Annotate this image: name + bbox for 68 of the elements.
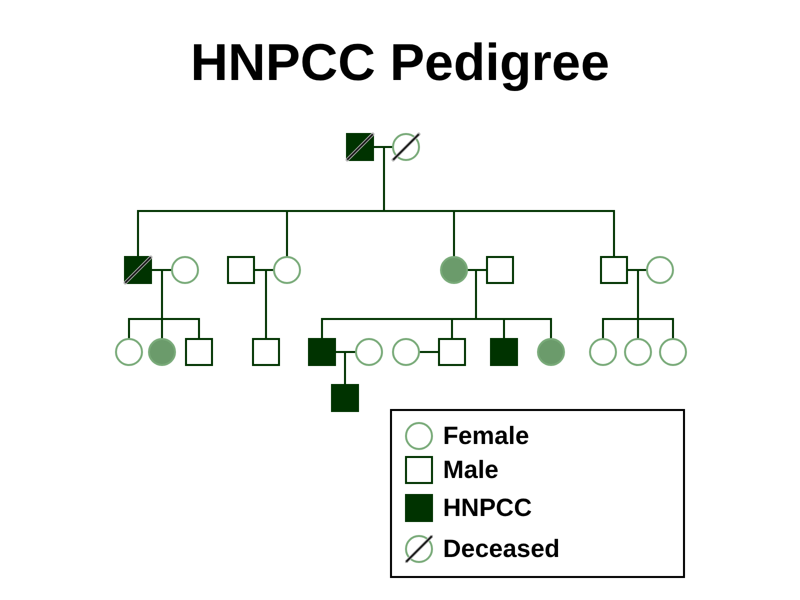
descent-line <box>453 210 455 257</box>
descent-line <box>613 210 615 257</box>
affected-male-square <box>331 384 359 412</box>
affected-female-circle <box>440 256 468 284</box>
legend-label: Female <box>443 421 530 451</box>
male-square <box>486 256 514 284</box>
descent-line <box>137 210 288 212</box>
marriage-line <box>151 269 163 271</box>
descent-line <box>161 269 163 320</box>
marriage-line <box>344 351 356 353</box>
descent-line <box>451 318 453 339</box>
descent-line <box>321 318 323 339</box>
descent-line <box>672 318 674 339</box>
descent-line <box>128 318 163 320</box>
male-square <box>227 256 255 284</box>
male-square <box>185 338 213 366</box>
descent-line <box>161 318 200 320</box>
affected-male-square <box>308 338 336 366</box>
marriage-line <box>254 269 267 271</box>
descent-line <box>637 318 674 320</box>
affected-female-circle <box>148 338 176 366</box>
descent-line <box>161 318 163 339</box>
marriage-line <box>419 351 439 353</box>
descent-line <box>475 269 477 320</box>
descent-line <box>344 351 346 385</box>
legend-label: Deceased <box>443 534 560 564</box>
descent-line <box>453 210 615 212</box>
descent-line <box>265 269 267 339</box>
female-circle <box>646 256 674 284</box>
descent-line <box>198 318 200 339</box>
female-circle <box>392 338 420 366</box>
descent-line <box>550 318 552 339</box>
affected-female-circle <box>537 338 565 366</box>
legend-label: HNPCC <box>443 493 532 523</box>
female-circle <box>115 338 143 366</box>
descent-line <box>503 318 505 339</box>
female-circle <box>624 338 652 366</box>
descent-line <box>637 269 639 320</box>
descent-line <box>128 318 130 339</box>
legend-label: Male <box>443 455 499 485</box>
title: HNPCC Pedigree <box>190 33 610 93</box>
female-circle <box>659 338 687 366</box>
descent-line <box>383 146 385 212</box>
deceased-female-circle <box>392 133 420 161</box>
female-circle <box>171 256 199 284</box>
descent-line <box>286 210 385 212</box>
descent-line <box>383 210 455 212</box>
male-square <box>600 256 628 284</box>
male-square <box>438 338 466 366</box>
marriage-line <box>373 146 385 148</box>
marriage-line <box>475 269 487 271</box>
descent-line <box>602 318 604 339</box>
female-circle <box>355 338 383 366</box>
descent-line <box>137 210 139 257</box>
descent-line <box>602 318 639 320</box>
descent-line <box>321 318 453 320</box>
descent-line <box>475 318 505 320</box>
male-square <box>252 338 280 366</box>
affected-deceased-male-square <box>124 256 152 284</box>
female-circle <box>589 338 617 366</box>
descent-line <box>503 318 552 320</box>
descent-line <box>637 318 639 339</box>
female-circle <box>273 256 301 284</box>
affected-male-square <box>490 338 518 366</box>
descent-line <box>451 318 477 320</box>
descent-line <box>286 210 288 257</box>
affected-deceased-male-square <box>346 133 374 161</box>
marriage-line <box>627 269 639 271</box>
